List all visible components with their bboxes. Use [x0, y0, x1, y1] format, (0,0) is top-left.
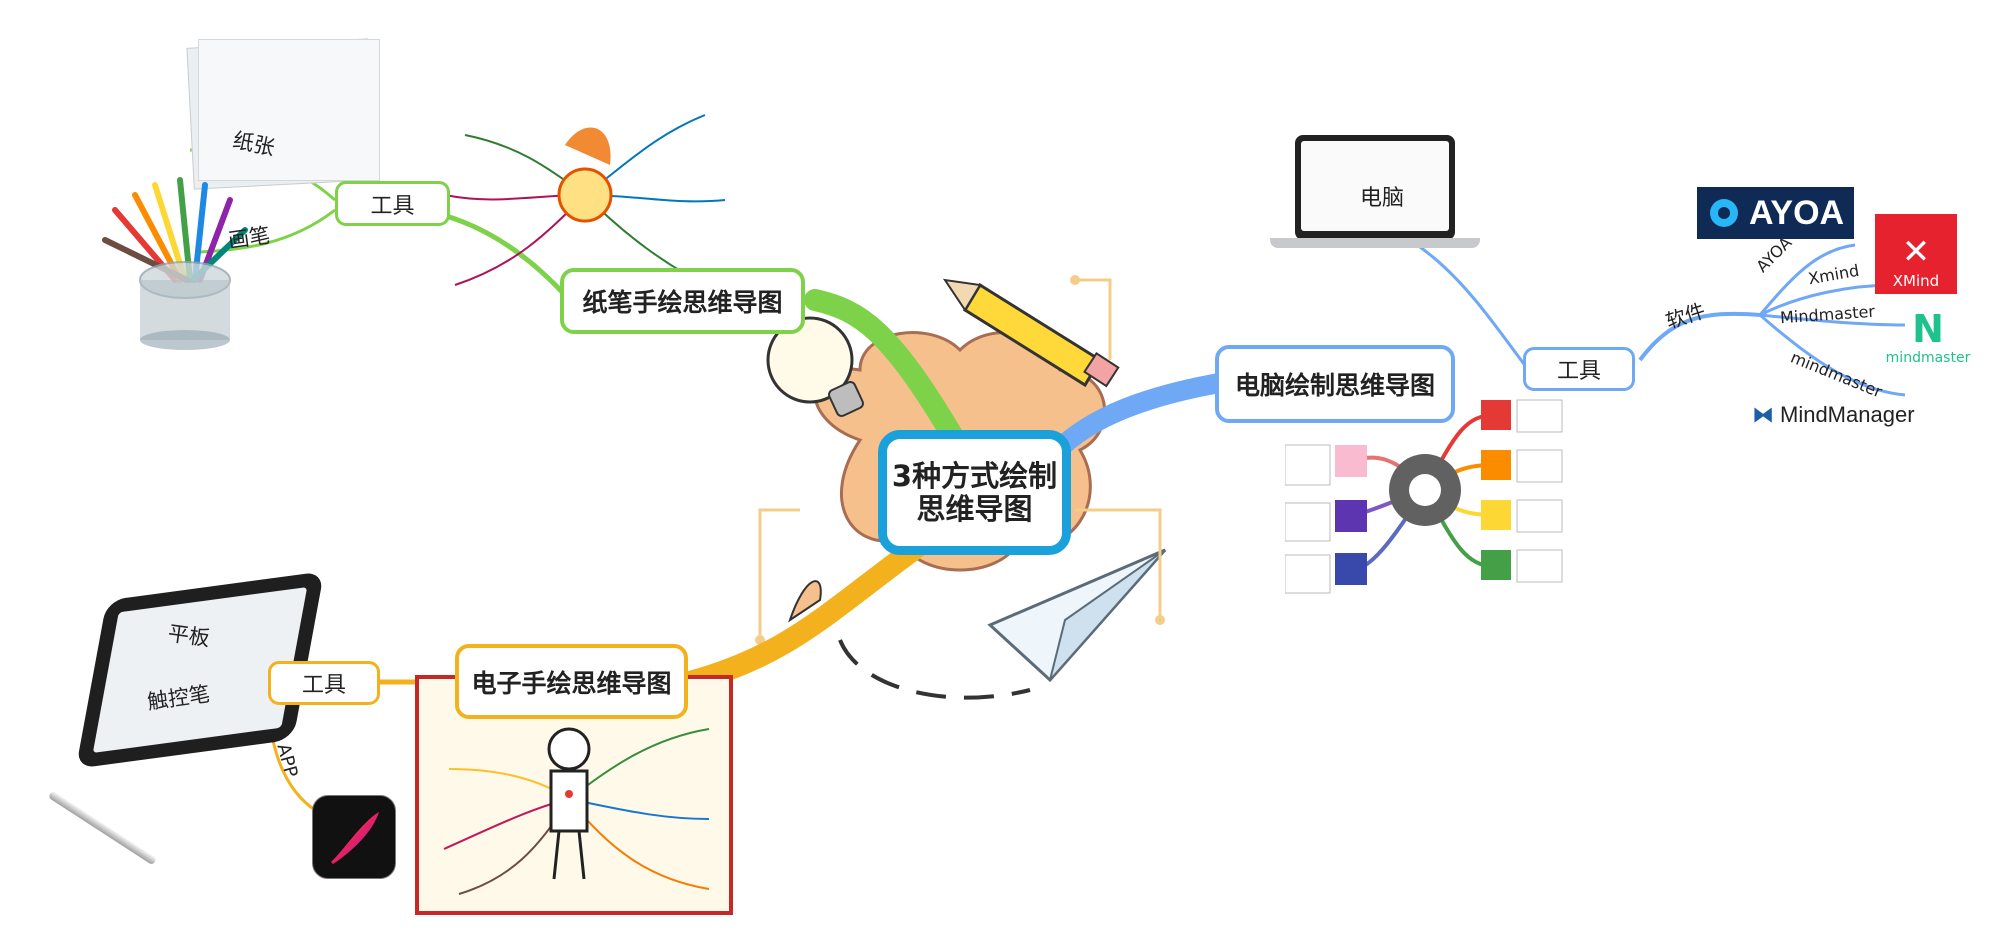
mindmaster-logo: N mindmaster: [1885, 307, 1971, 366]
digital-branch-connector: [679, 534, 931, 693]
paper-stack-image: [180, 35, 380, 190]
paper-item-pen[interactable]: 画笔: [226, 223, 272, 253]
laptop-image: [1270, 135, 1480, 265]
paper-branch-title: 纸笔手绘思维导图: [582, 288, 783, 317]
central-topic-line2: 思维导图: [916, 491, 1033, 526]
digital-tool-label: 工具: [301, 673, 346, 698]
computer-item-pc[interactable]: 电脑: [1360, 186, 1405, 211]
central-topic[interactable]: 3种方式绘制 思维导图: [878, 430, 1071, 555]
pencil-illustration: [942, 275, 1120, 388]
mindmaster-mark-icon: N: [1912, 307, 1944, 351]
computer-branch-title: 电脑绘制思维导图: [1234, 371, 1435, 400]
paper-branch-node[interactable]: 纸笔手绘思维导图: [560, 268, 805, 334]
mindmanager-mark-icon: ⧓: [1752, 402, 1774, 428]
xmind-mark-icon: ✕: [1901, 232, 1931, 272]
ayoa-mark-icon: [1710, 199, 1738, 227]
lightbulb-illustration: [766, 316, 864, 417]
drawing-app-icon: [312, 795, 396, 879]
software-mindmap-sample: [1284, 385, 1565, 595]
paper-plane-illustration: [987, 508, 1167, 683]
computer-tool-node[interactable]: 工具: [1523, 347, 1635, 391]
digital-branch-node[interactable]: 电子手绘思维导图: [455, 644, 688, 719]
mindmanager-logo: ⧓ MindManager: [1752, 402, 1915, 428]
hand-drawn-mindmap-sample: [425, 85, 745, 310]
xmind-logo: ✕ XMind: [1875, 214, 1957, 294]
bracket-decoration: [758, 508, 800, 640]
computer-branch-node[interactable]: 电脑绘制思维导图: [1215, 345, 1455, 423]
central-topic-line1: 3种方式绘制: [891, 458, 1058, 493]
ayoa-logo: AYOA: [1697, 187, 1854, 239]
digital-branch-title: 电子手绘思维导图: [471, 668, 672, 698]
paper-tool-node[interactable]: 工具: [335, 181, 450, 226]
digital-item-tablet[interactable]: 平板: [166, 621, 212, 651]
paper-tool-label: 工具: [370, 193, 415, 219]
colored-pencils-image: [95, 170, 255, 350]
paper-branch-connector: [804, 289, 966, 451]
digital-tool-node[interactable]: 工具: [268, 661, 380, 705]
computer-tool-label: 工具: [1556, 359, 1601, 384]
